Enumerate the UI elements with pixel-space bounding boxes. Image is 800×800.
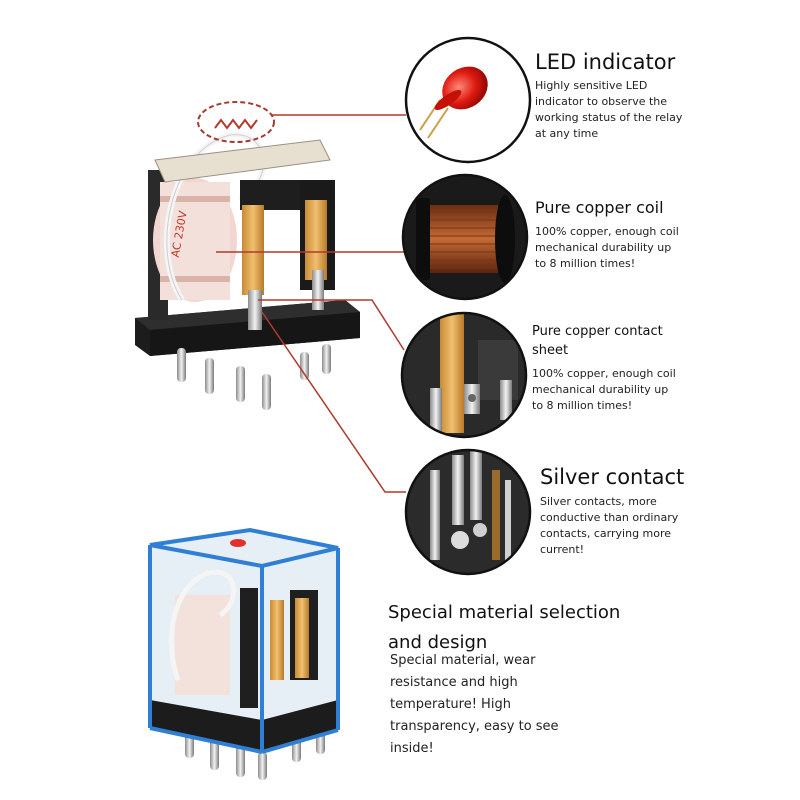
feature-title-silver-contact: Silver contact (540, 465, 685, 489)
led-icon (404, 36, 532, 164)
feature-desc-led: Highly sensitive LED indicator to observ… (535, 79, 683, 140)
relay-pins (177, 344, 331, 410)
feature-desc-contact-sheet: 100% copper, enough coil mechanical dura… (532, 367, 676, 412)
transparent-relay-illustration (148, 527, 340, 780)
feature-desc-copper-coil: 100% copper, enough coil mechanical dura… (535, 225, 679, 270)
feature-title-contact-sheet: Pure copper contact sheet (532, 324, 663, 358)
special-material-title: Special material selection and design (388, 602, 621, 653)
special-material-desc: Special material, wear resistance and hi… (390, 653, 559, 756)
contact-sheet-icon (400, 311, 528, 439)
feature-desc-silver-contact: Silver contacts, more conductive than or… (540, 495, 679, 556)
callout-lines (216, 114, 406, 493)
open-relay-illustration: AC 230V (135, 101, 360, 410)
feature-title-led: LED indicator (535, 50, 676, 74)
copper-coil-icon (401, 173, 529, 301)
silver-contact-icon (404, 448, 532, 576)
coil: AC 230V (153, 178, 237, 302)
feature-title-copper-coil: Pure copper coil (535, 198, 664, 217)
